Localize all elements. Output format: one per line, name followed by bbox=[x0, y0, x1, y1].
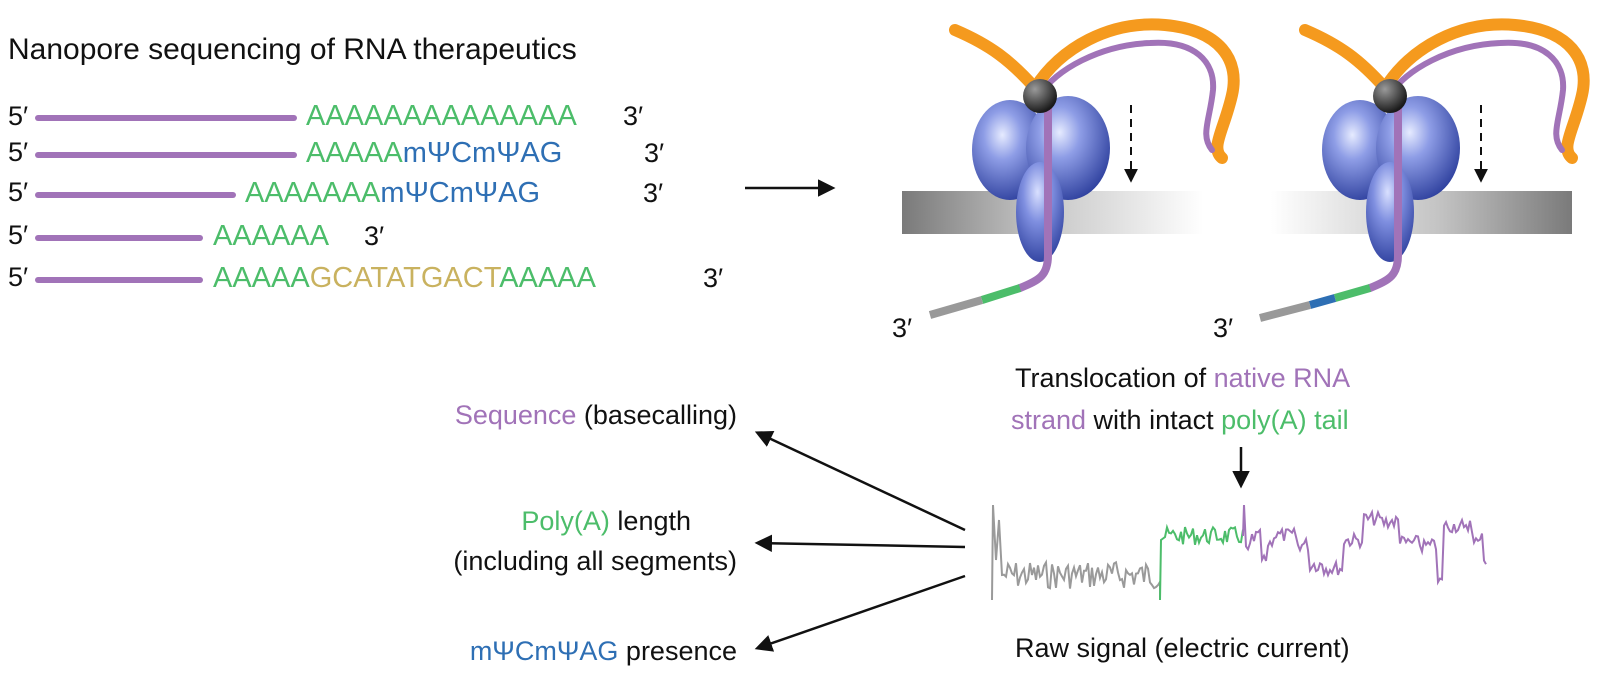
construct-row: 5′ AAAAAAAAAAAAAA 3′ bbox=[8, 100, 643, 132]
sequence-label: Sequence bbox=[455, 400, 577, 430]
figure-title: Nanopore sequencing of RNA therapeutics bbox=[8, 33, 577, 66]
output-polyA-length: Poly(A) length bbox=[521, 506, 691, 536]
output-polyA-length-note: (including all segments) bbox=[453, 546, 737, 576]
with-intact-text: with intact bbox=[1086, 405, 1221, 435]
three-prime-label: 3′ bbox=[643, 178, 663, 208]
polyA-segment: AAAAAAA bbox=[245, 177, 381, 209]
modification-segment: mΨCmΨAG bbox=[403, 137, 563, 169]
raw-signal-trace bbox=[991, 504, 1487, 601]
insert-segment: GCATATGACT bbox=[310, 262, 502, 294]
basecalling-label: (basecalling) bbox=[576, 400, 737, 430]
output-sequence: Sequence (basecalling) bbox=[455, 400, 737, 430]
nanopore-right: 3′ bbox=[1213, 18, 1590, 343]
polyA-tail-text: poly(A) tail bbox=[1221, 405, 1349, 435]
modification-segment bbox=[1308, 294, 1337, 309]
polyA-segment: AAAAA bbox=[499, 262, 596, 294]
polyA-segment: AAAAAAAAAAAAAA bbox=[306, 100, 577, 132]
translocation-caption-line2: strand with intact poly(A) tail bbox=[1011, 405, 1349, 435]
pore-stem bbox=[1016, 162, 1064, 262]
three-prime-label: 3′ bbox=[623, 101, 643, 131]
pore-stem bbox=[1366, 162, 1414, 262]
polyA-segment: AAAAAA bbox=[213, 220, 330, 252]
arrow-to-mod-presence bbox=[754, 574, 966, 652]
arrow-to-polyA-length bbox=[754, 534, 966, 553]
construct-sequence: AAAAAA bbox=[213, 220, 330, 252]
polyA-label: Poly(A) bbox=[521, 506, 610, 536]
native-rna-text: native RNA bbox=[1214, 363, 1351, 393]
adapter-segment bbox=[1258, 301, 1312, 322]
five-prime-label: 5′ bbox=[8, 177, 28, 207]
output-mod-presence: mΨCmΨAG presence bbox=[470, 636, 737, 666]
polyA-segment: AAAAA bbox=[213, 262, 310, 294]
three-prime-label: 3′ bbox=[364, 221, 384, 251]
arrow-to-sequence bbox=[754, 431, 966, 532]
three-prime-label: 3′ bbox=[644, 138, 664, 168]
rna-through-pore bbox=[1366, 94, 1402, 292]
rna-strand-purple bbox=[1387, 39, 1567, 153]
construct-sequence: AAAAAmΨCmΨAG bbox=[306, 137, 562, 169]
three-prime-end-label: 3′ bbox=[892, 313, 912, 343]
modification-segment: mΨCmΨAG bbox=[380, 177, 540, 209]
construct-row: 5′ AAAAAGCATATGACTAAAAA 3′ bbox=[8, 262, 723, 294]
polyA-segment: AAAAA bbox=[306, 137, 403, 169]
presence-label: presence bbox=[618, 636, 737, 666]
motor-ball bbox=[1373, 79, 1407, 113]
adapter-segment bbox=[928, 296, 984, 319]
rna-through-pore bbox=[1016, 94, 1052, 292]
translocation-caption-line1: Translocation of native RNA bbox=[1015, 363, 1350, 393]
three-prime-end-label: 3′ bbox=[1213, 313, 1233, 343]
construct-sequence: AAAAAGCATATGACTAAAAA bbox=[213, 262, 597, 294]
construct-row: 5′ AAAAAA 3′ bbox=[8, 220, 384, 252]
rna-strand-purple bbox=[1037, 39, 1217, 153]
strand-text: strand bbox=[1011, 405, 1086, 435]
construct-row: 5′ AAAAAAAmΨCmΨAG 3′ bbox=[8, 177, 663, 209]
signal-adapter-segment bbox=[991, 504, 1161, 601]
signal-caption: Raw signal (electric current) bbox=[1015, 633, 1350, 663]
mod-label: mΨCmΨAG bbox=[470, 636, 619, 666]
construct-row: 5′ AAAAAmΨCmΨAG 3′ bbox=[8, 137, 664, 169]
construct-sequence: AAAAAAAmΨCmΨAG bbox=[245, 177, 540, 209]
motor-ball bbox=[1023, 79, 1057, 113]
translocation-text: Translocation of bbox=[1015, 363, 1214, 393]
length-label: length bbox=[610, 506, 691, 536]
motor-protein-orange bbox=[949, 18, 1240, 164]
polyA-tail-segment bbox=[980, 284, 1022, 304]
five-prime-label: 5′ bbox=[8, 220, 28, 250]
five-prime-label: 5′ bbox=[8, 137, 28, 167]
signal-polyA-segment bbox=[1159, 523, 1244, 601]
three-prime-label: 3′ bbox=[703, 263, 723, 293]
construct-list: 5′ AAAAAAAAAAAAAA 3′ 5′ AAAAAmΨCmΨAG 3′ … bbox=[8, 100, 723, 294]
five-prime-label: 5′ bbox=[8, 101, 28, 131]
five-prime-label: 5′ bbox=[8, 262, 28, 292]
motor-protein-orange bbox=[1299, 18, 1590, 164]
signal-rna-segment bbox=[1242, 504, 1487, 586]
nanopore-left: 3′ bbox=[892, 18, 1240, 343]
construct-sequence: AAAAAAAAAAAAAA bbox=[306, 100, 577, 132]
polyA-tail-segment bbox=[1333, 284, 1372, 302]
